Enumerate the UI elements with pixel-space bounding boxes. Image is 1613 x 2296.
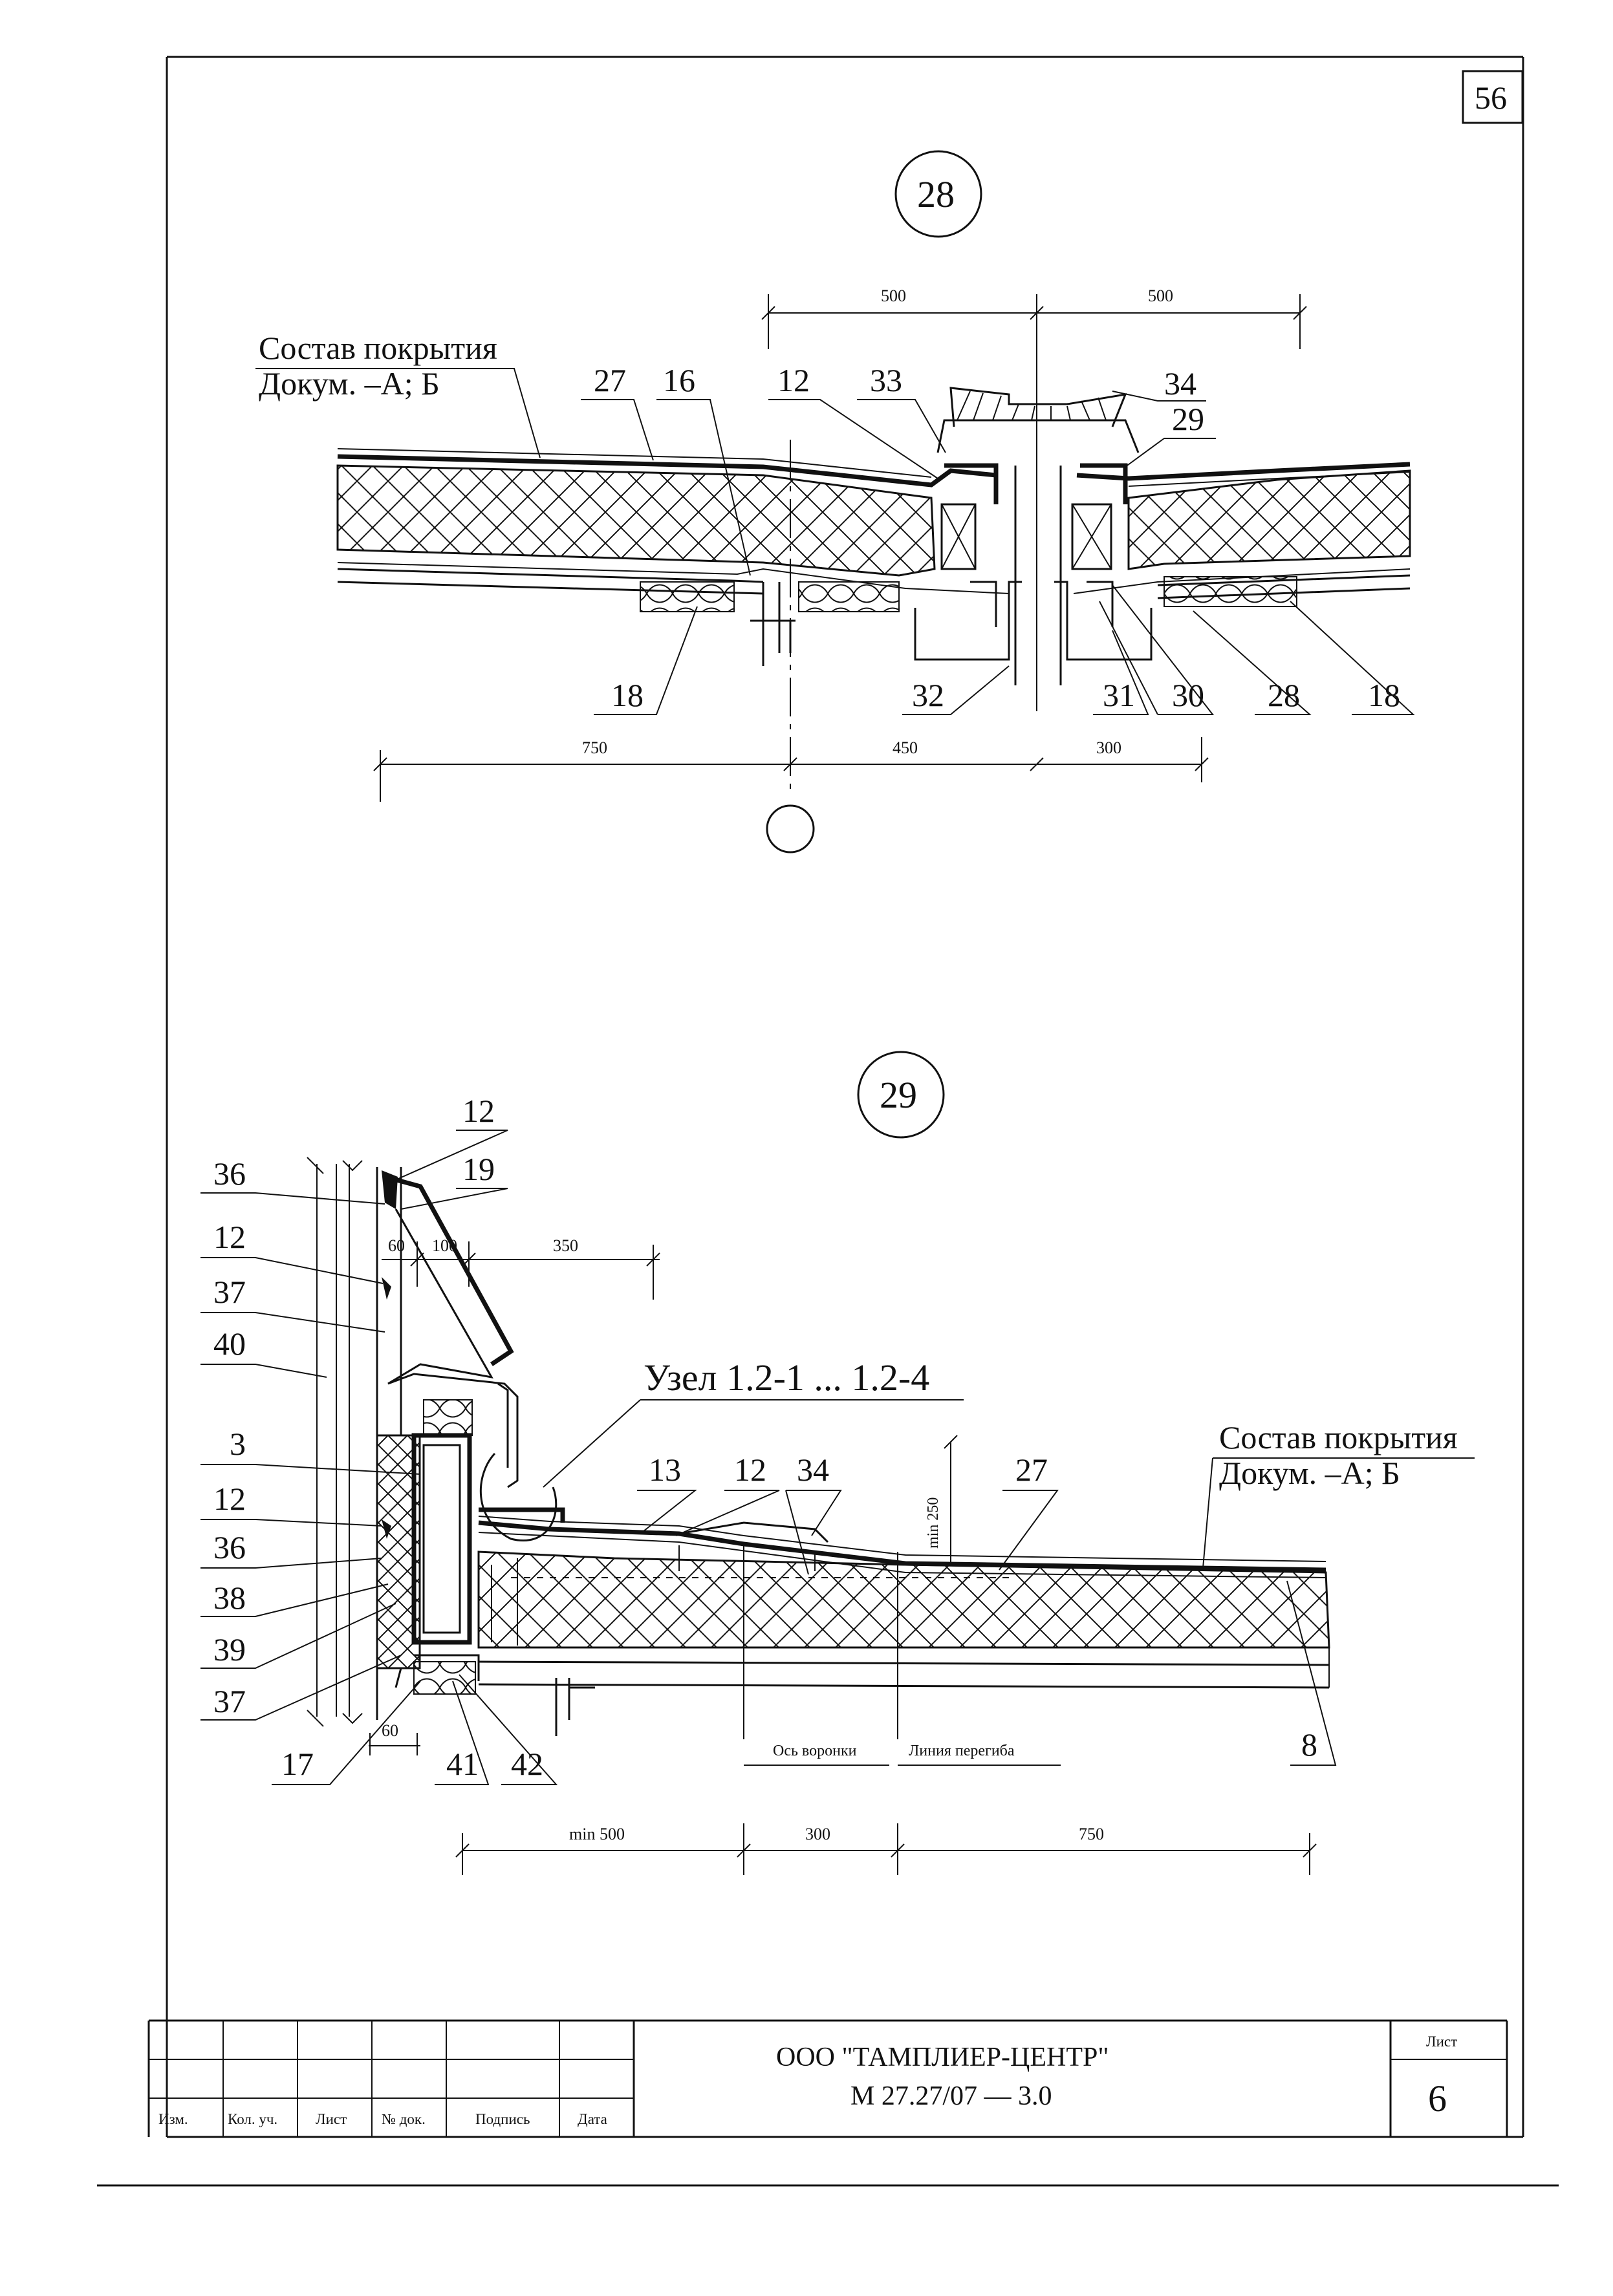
- d29-label-12-mid: 12: [734, 1452, 766, 1488]
- d28-dim-bottom-750: 750: [582, 738, 607, 757]
- d29-membrane: [478, 1520, 1326, 1572]
- d28-dim-top-left: 500: [881, 286, 906, 305]
- titleblock: [147, 2019, 1508, 2137]
- d28-label-33: 33: [870, 362, 902, 398]
- d29-label-34: 34: [797, 1452, 829, 1488]
- d29-dim-100: 100: [432, 1236, 457, 1255]
- d29-label-41: 41: [446, 1746, 479, 1782]
- d29-dim-300: 300: [805, 1825, 830, 1843]
- d28-wool-right: [1164, 576, 1297, 607]
- d29-dim-60-top: 60: [388, 1236, 405, 1255]
- d29-label-27: 27: [1015, 1452, 1048, 1488]
- d28-insulation-right: [1127, 469, 1411, 570]
- d28-label-27: 27: [594, 362, 626, 398]
- d28-label-29: 29: [1172, 401, 1204, 437]
- d29-parapet-flashing: [382, 1170, 519, 1539]
- d28-deck: [337, 568, 1411, 599]
- d28-axis-marker: [766, 804, 815, 853]
- page-number: 56: [1475, 80, 1507, 116]
- tb-company: ООО "ТАМПЛИЕР-ЦЕНТР": [776, 2043, 1109, 2072]
- d29-label-40: 40: [213, 1325, 246, 1362]
- tb-header-sheet: Лист: [316, 2111, 347, 2127]
- d29-label-12-top: 12: [462, 1093, 495, 1129]
- d28-top-dimension: [761, 294, 1307, 711]
- d29-label-39: 39: [213, 1631, 246, 1668]
- d29-label-13: 13: [649, 1452, 681, 1488]
- sheet-frame: [97, 56, 1559, 2187]
- d28-label-12: 12: [777, 362, 810, 398]
- d29-label-17: 17: [281, 1746, 314, 1782]
- tb-header-date: Дата: [578, 2111, 607, 2127]
- d29-bend-line: Линия перегиба: [909, 1743, 1015, 1759]
- tb-header-rev: Изм.: [158, 2111, 188, 2127]
- d28-bottom-dimension: [373, 737, 1209, 802]
- d28-label-18-left: 18: [611, 677, 644, 713]
- d28-label-16: 16: [663, 362, 695, 398]
- d28-dim-bottom-450: 450: [893, 738, 918, 757]
- d29-label-12-b: 12: [213, 1481, 246, 1517]
- d29-dim-750: 750: [1079, 1825, 1104, 1843]
- detail-28: 28 500 500: [255, 150, 1415, 853]
- d28-dim-top-right: 500: [1148, 286, 1173, 305]
- d29-label-37-bottom: 37: [213, 1683, 246, 1719]
- node-29-marker: [857, 1051, 945, 1139]
- d29-dim-350: 350: [553, 1236, 578, 1255]
- tb-sheet-number: 6: [1428, 2077, 1447, 2119]
- node-29-number: 29: [880, 1074, 917, 1116]
- d28-membrane: [337, 454, 1411, 488]
- node-28-number: 28: [917, 173, 955, 215]
- d28-funnel: [914, 387, 1153, 685]
- d29-label-19: 19: [462, 1151, 495, 1187]
- d29-label-37-top: 37: [213, 1274, 246, 1310]
- node-28-marker: [894, 150, 982, 238]
- d28-label-34: 34: [1164, 365, 1196, 402]
- d28-composition-line1: Состав покрытия: [259, 330, 497, 366]
- d28-wool-left: [640, 581, 735, 612]
- d28-label-32: 32: [912, 677, 944, 713]
- detail-29: 29: [200, 1051, 1475, 1875]
- d29-dim-60-bottom: 60: [382, 1721, 398, 1740]
- d28-composition-line2: Докум. –А; Б: [259, 365, 440, 402]
- d29-funnel-axis: Ось воронки: [773, 1743, 857, 1759]
- d29-dim-min250: min 250: [925, 1497, 942, 1549]
- d28-label-28: 28: [1268, 677, 1300, 713]
- tb-sheet-label: Лист: [1426, 2033, 1457, 2050]
- tb-code: М 27.27/07 — 3.0: [850, 2081, 1052, 2111]
- d29-top-dimension: [382, 1241, 660, 1300]
- d28-insulation: [336, 464, 936, 577]
- d29-bottom-dimension: [455, 1823, 1317, 1875]
- d29-inner-box: [411, 1399, 480, 1695]
- d29-label-36-bottom: 36: [213, 1529, 246, 1565]
- d28-label-31: 31: [1103, 677, 1135, 713]
- d28-label-18-right: 18: [1368, 677, 1400, 713]
- d29-dim-min500: min 500: [569, 1825, 625, 1843]
- d29-composition-line1: Состав покрытия: [1219, 1419, 1458, 1455]
- d29-label-3: 3: [230, 1426, 246, 1462]
- tb-header-signature: Подпись: [475, 2111, 530, 2127]
- tb-header-qty: Кол. уч.: [228, 2111, 277, 2127]
- d29-label-12-a: 12: [213, 1219, 246, 1255]
- tb-header-doc: № док.: [382, 2111, 426, 2127]
- d29-composition-line2: Докум. –А; Б: [1219, 1455, 1400, 1491]
- d29-label-38: 38: [213, 1580, 246, 1616]
- d28-dim-bottom-300: 300: [1096, 738, 1121, 757]
- d28-wool-mid: [798, 581, 900, 612]
- d29-label-8: 8: [1301, 1726, 1317, 1763]
- d29-label-36-top: 36: [213, 1155, 246, 1192]
- d29-node-reference: Узел 1.2-1 ... 1.2-4: [644, 1357, 929, 1399]
